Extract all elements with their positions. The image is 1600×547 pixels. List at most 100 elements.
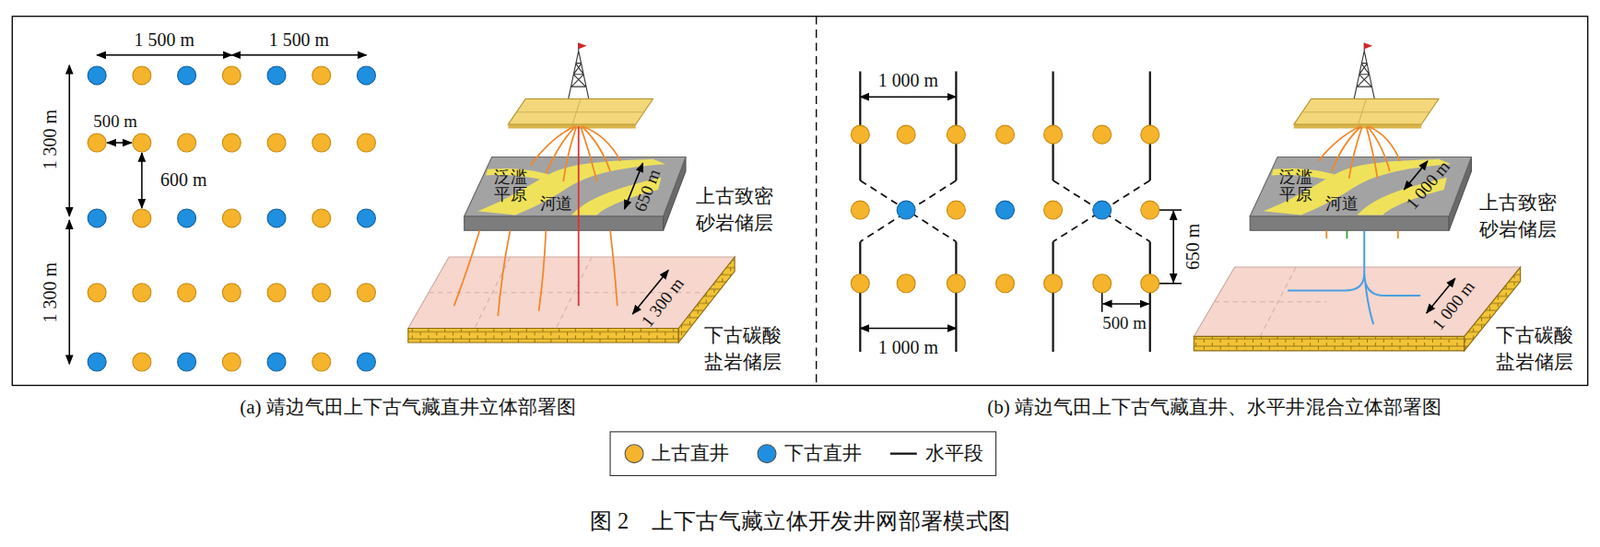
upper-well-dot: [132, 209, 152, 228]
upper-well-dot: [87, 283, 106, 303]
upper-well-dot: [996, 125, 1015, 144]
legend-item: 下古直井: [755, 440, 862, 468]
upper-well-dot: [946, 200, 965, 220]
dimension: 500 m: [93, 112, 138, 134]
upper-well-dot: [222, 66, 241, 85]
center-well: [577, 126, 580, 306]
upper-well-dot: [177, 283, 197, 303]
lower-well-dot: [177, 352, 197, 372]
lower-well-dot: [267, 352, 286, 372]
line-sample: [888, 442, 919, 465]
lower-well-dot: [177, 66, 197, 85]
legend-text: 下古直井: [784, 440, 862, 468]
upper-well-dot: [896, 125, 916, 144]
lower-well-dot: [87, 352, 106, 372]
dimension: 1 500 m: [134, 29, 195, 52]
upper-well-dot: [1141, 125, 1160, 144]
dimension: 1 300 m: [39, 262, 62, 323]
upper-well-dot: [312, 283, 331, 303]
facies-label: 泛滥 平原: [493, 167, 529, 204]
upper-well-dot: [946, 274, 965, 294]
figure-caption: 图 2 上下古气藏立体开发井网部署模式图: [589, 508, 1012, 536]
lower-well-dot: [1093, 200, 1112, 220]
upper-well-dot: [312, 209, 331, 228]
upper-well-dot: [1093, 125, 1112, 144]
platform: [1294, 98, 1439, 129]
divider: [815, 16, 817, 387]
horizontal-wells: [859, 70, 1150, 352]
upper-well-dot: [1093, 274, 1112, 294]
dimension-arrows: [69, 55, 1182, 365]
layer-label: 上古致密 砂岩储层: [1479, 189, 1560, 243]
lower-well-dot: [356, 66, 376, 85]
upper-well-dot: [177, 133, 197, 153]
upper-well-dot: [996, 274, 1015, 294]
upper-well-dot: [132, 133, 152, 153]
lower-well-dot: [896, 200, 916, 220]
upper-well-dot: [222, 133, 241, 153]
lower-well-dot: [356, 209, 376, 228]
legend-swatch: [623, 442, 646, 465]
upper-well-dot: [267, 133, 286, 153]
layer-label: 上古致密 砂岩储层: [695, 183, 777, 236]
lower-well-dot: [267, 209, 286, 228]
sandstone-layer: [1249, 156, 1471, 231]
platform: [507, 98, 653, 129]
upper-well-dot: [850, 125, 870, 144]
upper-well-dot: [1141, 200, 1160, 220]
upper-well-dot: [850, 200, 870, 220]
derrick: [1353, 42, 1375, 99]
layer-label: 下古碳酸 盐岩储层: [704, 322, 785, 376]
upper-well-dot: [222, 209, 241, 228]
upper-well-dot: [312, 133, 331, 153]
lower-well-dot: [87, 66, 106, 85]
dimension: 1 500 m: [269, 29, 330, 52]
subcaption: (b) 靖边气田上下古气藏直井、水平井混合立体部署图: [987, 396, 1442, 420]
legend-item: 水平段: [888, 440, 984, 468]
dimension: 500 m: [1102, 314, 1147, 336]
upper-well-dot: [267, 283, 286, 303]
upper-well-dot: [896, 274, 916, 294]
legend-text: 上古直井: [651, 440, 730, 468]
carbonate-layer: [1193, 267, 1520, 352]
lower-well-dot: [267, 66, 286, 85]
sandstone-layer: [464, 156, 686, 231]
dimension: 1 000 m: [878, 70, 939, 94]
upper-well-dot: [356, 133, 376, 153]
upper-well-dot: [87, 133, 106, 153]
legend-item: 上古直井: [623, 440, 730, 468]
facies-label: 河道: [540, 194, 573, 214]
upper-well-dot: [1044, 274, 1063, 294]
upper-well-dot: [312, 66, 331, 85]
facies-label: 泛滥 平原: [1278, 167, 1314, 204]
legend: 上古直井 下古直井 水平段: [610, 431, 998, 477]
facies-label: 河道: [1325, 194, 1358, 214]
dimension: 1 300 m: [39, 109, 62, 170]
blue-horizontal-wells: [1287, 230, 1421, 325]
frame: [11, 16, 1588, 387]
upper-well-dot: [1141, 274, 1160, 294]
legend-text: 水平段: [925, 440, 984, 468]
upper-well-dot: [222, 352, 241, 372]
upper-well-dot: [1044, 200, 1063, 220]
upper-well-dot: [946, 125, 965, 144]
derrick: [568, 42, 589, 99]
dimension: 600 m: [160, 169, 207, 192]
upper-well-dot: [1044, 125, 1063, 144]
subcaption: (a) 靖边气田上下古气藏直井立体部署图: [239, 396, 577, 420]
upper-well-dot: [222, 283, 241, 303]
dimension: 1 000 m: [878, 338, 939, 361]
vertical-wells: [1317, 126, 1400, 239]
lower-well-dot: [996, 200, 1015, 220]
vertical-wells: [454, 126, 621, 317]
lower-well-dot: [177, 209, 197, 228]
dimension: 650 m: [1182, 223, 1205, 271]
upper-well-dot: [312, 352, 331, 372]
upper-well-dot: [132, 283, 152, 303]
upper-well-dot: [850, 274, 870, 294]
layer-label: 下古碳酸 盐岩储层: [1495, 322, 1577, 376]
upper-well-dot: [132, 352, 152, 372]
upper-well-dot: [356, 283, 376, 303]
legend-swatch: [755, 442, 778, 465]
